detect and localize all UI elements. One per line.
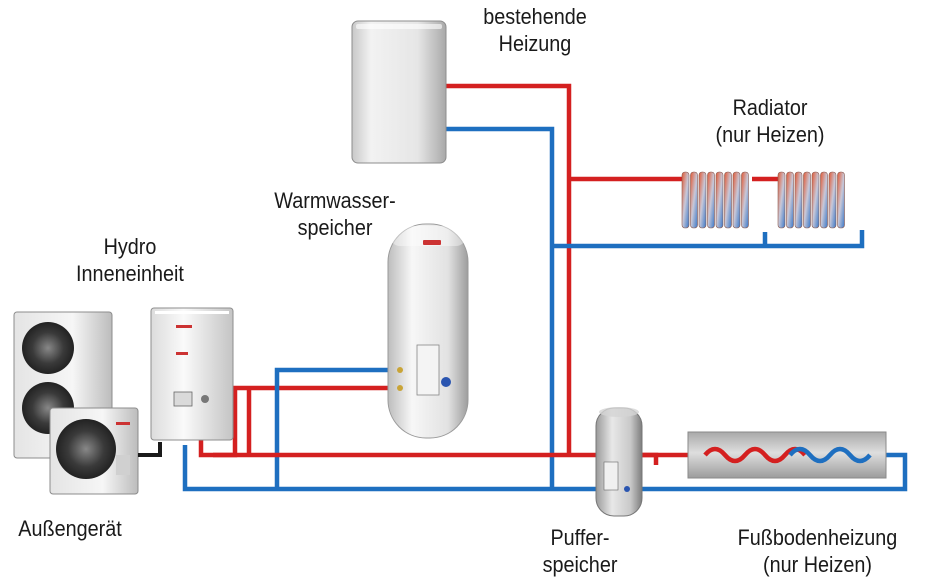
- radiator-left: [681, 171, 749, 229]
- radiator-right: [777, 171, 845, 229]
- main-return-pipe: [182, 445, 600, 492]
- buffer-tank: [595, 407, 643, 517]
- label-buffer-tank: Puffer-speicher: [542, 525, 618, 577]
- dhw-return-pipe: [274, 367, 400, 489]
- radiator-return-pipe: [552, 230, 865, 249]
- dhw-supply-pipe: [213, 385, 400, 458]
- control-cable: [138, 442, 162, 457]
- label-hot-water-tank: Warmwasser-speicher: [274, 188, 396, 240]
- label-underfloor-heating: Fußbodenheizung(nur Heizen): [737, 525, 898, 577]
- hot-water-tank: [387, 223, 469, 439]
- underfloor-heating: [687, 431, 887, 479]
- outdoor-unit: [13, 311, 139, 495]
- boiler-supply-pipe: [446, 83, 572, 455]
- existing-boiler: [351, 20, 447, 164]
- label-outdoor-unit: Außengerät: [18, 516, 122, 541]
- hydro-indoor-unit: [150, 307, 234, 441]
- boiler-return-pipe: [446, 126, 555, 489]
- label-radiator: Radiator(nur Heizen): [715, 95, 825, 147]
